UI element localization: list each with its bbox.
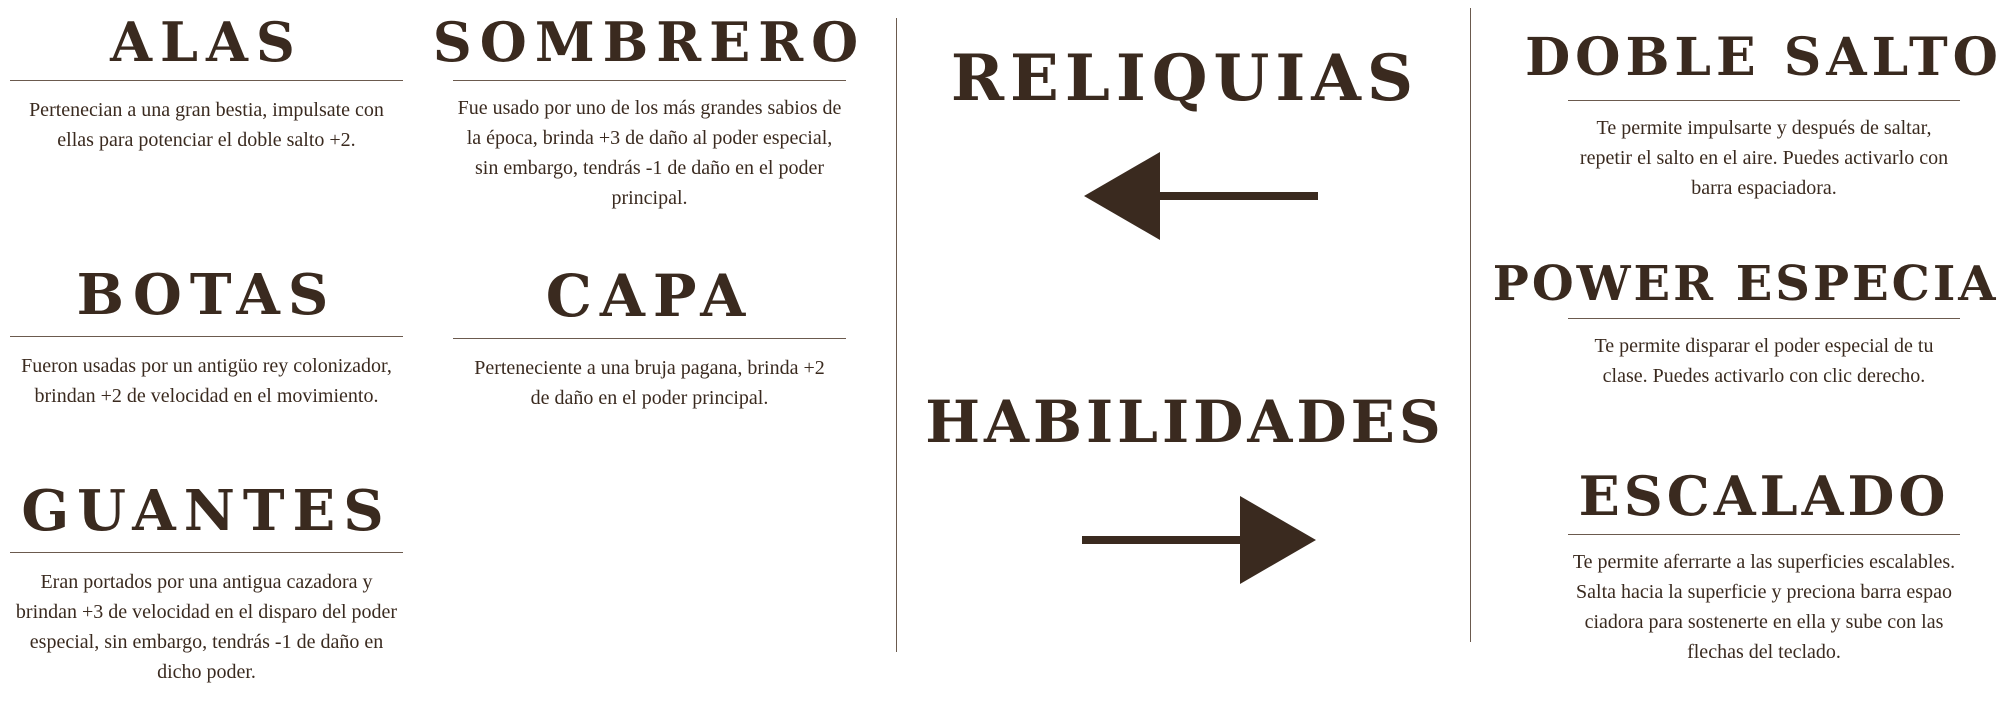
relic-description: Fueron usadas por un antigüo rey coloniz…: [21, 355, 392, 407]
relic-description: Fue usado por uno de los más grandes sab…: [457, 97, 842, 209]
skill-description: Te permite aferrarte a las superficies e…: [1572, 551, 1956, 663]
relic-title: SOMBRERO: [432, 10, 867, 74]
skill-description: Te permite disparar el poder especial de…: [1594, 335, 1934, 387]
divider: [10, 552, 403, 553]
divider: [453, 80, 846, 81]
divider: [453, 338, 846, 339]
skill-description: Te permite impulsarte y después de salta…: [1579, 117, 1949, 199]
divider: [10, 80, 403, 81]
relic-description: Eran portados por una antigua cazadora y…: [15, 571, 398, 683]
divider: [1568, 318, 1960, 319]
relic-title: GUANTES: [21, 478, 392, 544]
relic-description: Pertenecian a una gran bestia, impulsate…: [29, 99, 384, 151]
arrow-right-icon: [1082, 496, 1316, 584]
skill-escalado: ESCALADO Te permite aferrarte a las supe…: [1568, 458, 1960, 667]
relic-title: CAPA: [545, 262, 754, 330]
reliquias-heading-block: RELIQUIAS: [950, 30, 1420, 116]
relic-alas: ALAS Pertenecian a una gran bestia, impu…: [10, 8, 403, 155]
relic-sombrero: SOMBRERO Fue usado por uno de los más gr…: [432, 8, 867, 213]
divider: [1568, 534, 1960, 535]
skill-title: POWER ESPECIAL: [1492, 256, 2000, 312]
relic-title: ALAS: [110, 10, 303, 74]
habilidades-heading-block: HABILIDADES: [925, 370, 1445, 456]
left-column-divider: [896, 18, 897, 652]
relic-description: Perteneciente a una bruja pagana, brinda…: [474, 357, 825, 409]
relic-guantes: GUANTES Eran portados por una antigua ca…: [10, 476, 403, 687]
divider: [1568, 100, 1960, 101]
skill-power-especial: POWER ESPECIAL Te permite disparar el po…: [1492, 238, 2000, 391]
skill-doble-salto: DOBLE SALTO Te permite impulsarte y desp…: [1525, 18, 2000, 203]
arrow-left-icon: [1084, 152, 1318, 240]
skill-title: ESCALADO: [1578, 464, 1950, 528]
relic-title: BOTAS: [76, 262, 337, 328]
skill-title: DOBLE SALTO: [1525, 27, 2000, 88]
divider: [10, 336, 403, 337]
relic-capa: CAPA Perteneciente a una bruja pagana, b…: [453, 258, 846, 413]
right-column-divider: [1470, 8, 1471, 642]
relic-botas: BOTAS Fueron usadas por un antigüo rey c…: [10, 258, 403, 411]
habilidades-heading: HABILIDADES: [925, 388, 1445, 456]
reliquias-heading: RELIQUIAS: [950, 41, 1420, 116]
